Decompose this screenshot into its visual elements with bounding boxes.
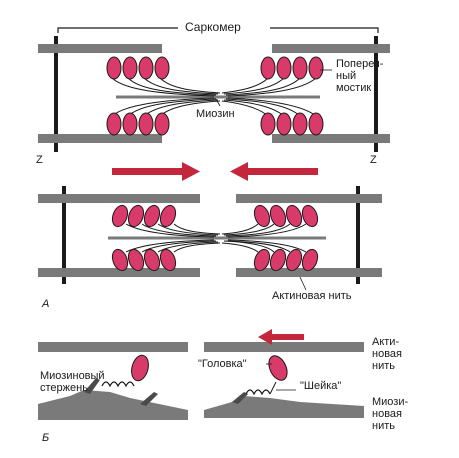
myosin-head <box>268 355 288 381</box>
myosin-rod <box>38 390 188 420</box>
myosin-head <box>138 56 154 80</box>
myosin-heads <box>106 56 324 136</box>
actin-filament <box>38 194 200 203</box>
myosin-head <box>159 248 177 272</box>
myosin-head <box>143 248 161 272</box>
myosin-filament-label: Миози- новая нить <box>372 396 408 432</box>
cross-bridge-label-line: мостик <box>336 82 372 94</box>
myosin-head <box>122 112 138 136</box>
actin-label: Актиновая нить <box>272 290 352 302</box>
myosin-neck-coil <box>101 381 135 388</box>
myosin-head <box>253 248 271 272</box>
myosin-head <box>285 204 303 228</box>
actin-filament <box>236 268 382 277</box>
myosin-rod <box>204 396 364 418</box>
myosin-head <box>106 56 122 80</box>
actin-leader <box>299 276 307 291</box>
myosin-heads <box>111 204 319 272</box>
myosin-head <box>269 204 287 228</box>
sarcomere-top <box>38 27 390 152</box>
myosin-rod-label: Миозиновый стержень <box>40 370 105 394</box>
arrow-shaft-left <box>248 168 318 175</box>
sarcomere-bracket <box>57 27 379 33</box>
myosin-head <box>276 112 292 136</box>
sarcomere-bottom <box>38 186 382 291</box>
myosin-head <box>260 112 276 136</box>
actin-filament <box>38 342 188 352</box>
myosin-head <box>292 56 308 80</box>
myosin-neck-tail <box>269 381 277 395</box>
arrow-shaft-left <box>272 334 304 340</box>
myosin-neck-coil <box>245 389 271 396</box>
myosin-filament-label-line: Миози- <box>372 396 409 408</box>
myosin-filament-label-line: нить <box>372 420 395 432</box>
myosin-rod-branch <box>84 378 100 394</box>
arrow-head-left <box>230 162 248 181</box>
myosin-head <box>154 56 170 80</box>
arrow-head-left <box>258 329 272 345</box>
myosin-head <box>285 248 303 272</box>
myosin-head <box>159 204 177 228</box>
myosin-rod-label-line: стержень <box>40 382 88 394</box>
myosin-head <box>276 56 292 80</box>
cross-bridge-label: Попереч- ный мостик <box>336 58 383 94</box>
panel-letter-a: А <box>42 298 50 310</box>
myosin-head <box>301 248 319 272</box>
myosin-head <box>260 56 276 80</box>
myosin-leader <box>215 98 221 107</box>
head-label: "Головка" <box>198 358 247 370</box>
actin-filament-label-line: новая <box>372 348 402 360</box>
myosin-head <box>127 204 145 228</box>
actin-filament-label: Акти- новая нить <box>372 336 402 372</box>
actin-filament <box>204 342 364 352</box>
actin-filament <box>38 268 200 277</box>
myosin-rod-branch <box>232 392 248 404</box>
myosin-head <box>111 248 129 272</box>
cross-bridge-label-line: Попереч- <box>336 58 384 70</box>
myosin-head <box>154 112 170 136</box>
z-label-right: Z <box>370 154 377 166</box>
myosin-head <box>138 112 154 136</box>
arrow-head-right <box>182 162 200 181</box>
contraction-arrows <box>112 162 318 181</box>
myosin-rod-label-line: Миозиновый <box>40 370 105 382</box>
myosin-head <box>269 248 287 272</box>
myosin-head <box>308 56 324 80</box>
myosin-head <box>308 112 324 136</box>
panel-b-left <box>38 342 188 420</box>
neck-label: "Шейка" <box>300 380 342 392</box>
myosin-filament-label-line: новая <box>372 408 402 420</box>
actin-filament <box>272 44 390 53</box>
myosin-head <box>292 112 308 136</box>
myosin-head <box>143 204 161 228</box>
myosin-head <box>301 204 319 228</box>
panel-b-right <box>204 329 364 418</box>
cross-bridge-label-line: ный <box>336 70 357 82</box>
myosin-head <box>106 112 122 136</box>
myosin-head <box>253 204 271 228</box>
actin-filament <box>38 44 162 53</box>
arrow-shaft-right <box>112 168 182 175</box>
myosin-rod-branch <box>140 392 158 406</box>
panel-letter-b: Б <box>42 432 50 444</box>
myosin-head <box>127 248 145 272</box>
actin-filament <box>38 134 162 143</box>
actin-filament <box>236 194 382 203</box>
actin-filament <box>272 134 390 143</box>
myosin-head <box>111 204 129 228</box>
sarcomere-label: Саркомер <box>185 20 241 34</box>
myosin-head <box>122 56 138 80</box>
actin-filament-label-line: нить <box>372 360 395 372</box>
actin-filament-label-line: Акти- <box>372 336 400 348</box>
myosin-head <box>131 354 149 382</box>
z-label-left: Z <box>36 154 43 166</box>
myosin-label: Миозин <box>196 108 235 120</box>
